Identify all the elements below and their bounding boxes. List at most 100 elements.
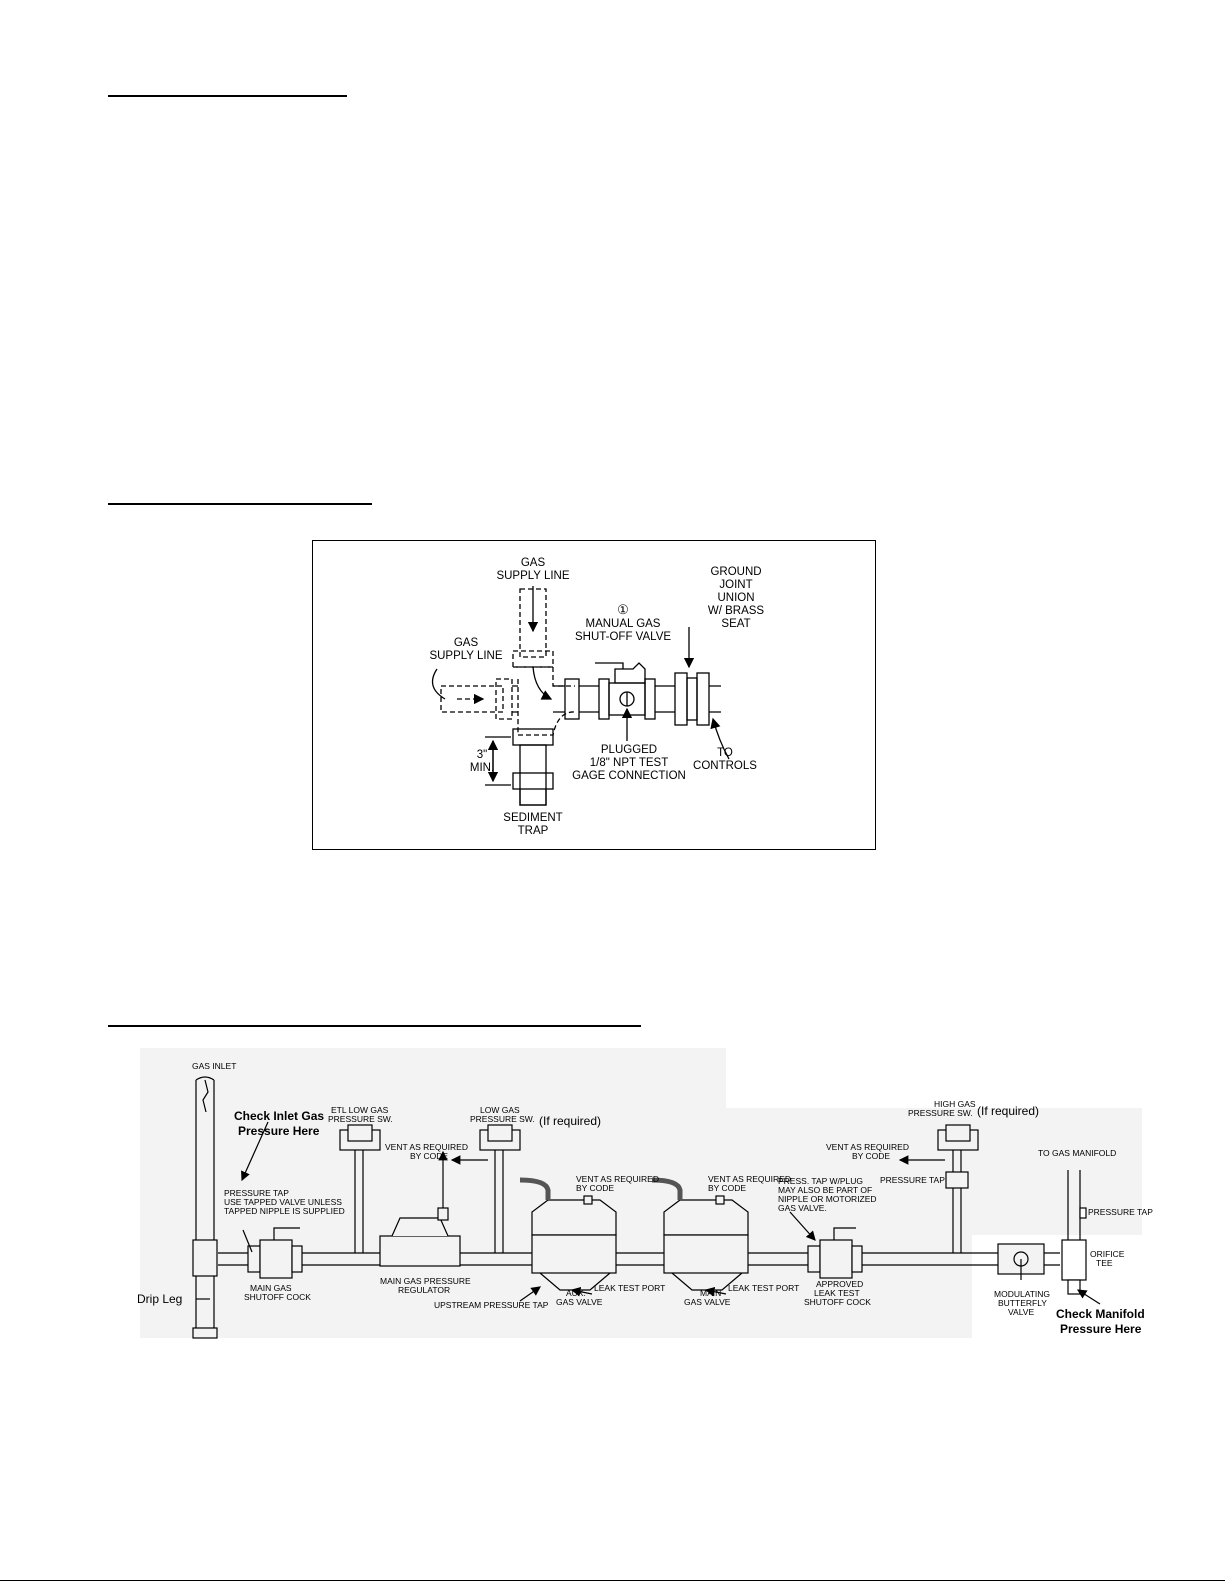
union-label-3: UNION [717,592,754,604]
supply-flow-arrow-tee [532,666,553,700]
to-controls-leader [710,717,730,760]
left-supply-pipe [440,678,513,720]
low-gas-switch [450,1124,521,1253]
left-supply-leader [431,668,446,700]
press-plug-label-4: GAS VALVE. [778,1203,827,1213]
etl-low-gas-switch [339,1124,381,1253]
dimension-3-inch-min [485,736,511,786]
pipe-to-union [655,672,721,726]
gas-supply-top-label-1: GAS [521,557,546,569]
check-inlet-arrow [241,1121,269,1182]
low-gas-label-1: LOW GAS [480,1105,520,1115]
vent-1-label-a: VENT AS REQUIRED [385,1142,468,1152]
pressure-tap-label-1: PRESSURE TAP [224,1188,289,1198]
gas-supply-top-label-2: SUPPLY LINE [496,570,569,582]
section-heading-rule-1 [108,95,347,97]
check-manifold-arrow [1076,1289,1101,1305]
main-shutoff-cock [247,1227,303,1279]
aux-valve-label-2: GAS VALVE [556,1297,603,1307]
butterfly-label-3: VALVE [1008,1307,1034,1317]
regulator-label-1: MAIN GAS PRESSURE [380,1276,471,1286]
aux-gas-valve [519,1177,617,1291]
check-manifold-label-2: Pressure Here [1060,1322,1142,1336]
approved-label-2: LEAK TEST [814,1288,860,1298]
drip-leg-label: Drip Leg [137,1292,182,1306]
regulator-label-2: REGULATOR [398,1285,450,1295]
union-label-4: W/ BRASS [708,605,765,617]
leak-port-label-1: LEAK TEST PORT [594,1283,665,1293]
vent-1-label-b: BY CODE [410,1151,448,1161]
to-controls-label-1: TO [717,747,733,759]
high-gas-label-1: HIGH GAS [934,1099,976,1109]
vent-4-label-a: VENT AS REQUIRED [826,1142,909,1152]
main-valve-label-1: MAIN [700,1288,721,1298]
diagram-background [140,1048,1142,1338]
modulating-butterfly-valve [997,1243,1045,1280]
check-manifold-label-1: Check Manifold [1056,1307,1145,1321]
union-label-5: SEAT [721,618,750,630]
manual-valve-label-1: MANUAL GAS [586,618,661,630]
pressure-tap-label-3: TAPPED NIPPLE IS SUPPLIED [224,1206,345,1216]
diagram-background-gap-2 [972,1235,1142,1338]
vent-2-label-a: VENT AS REQUIRED [576,1174,659,1184]
vent-2-label-b: BY CODE [576,1183,614,1193]
pressure-tap-leader [242,1229,253,1253]
plugged-label-3: GAGE CONNECTION [572,770,686,782]
press-plug-label-1: PRESS. TAP W/PLUG [778,1176,863,1186]
butterfly-label-1: MODULATING [994,1289,1050,1299]
pressure-tap-c-label: PRESSURE TAP [1088,1207,1153,1217]
approved-label-3: SHUTOFF COCK [804,1297,871,1307]
manual-valve-label-2: SHUT-OFF VALVE [575,631,671,643]
gas-supply-left-label-2: SUPPLY LINE [429,650,502,662]
if-required-label-1: (If required) [539,1114,601,1128]
orifice-tee [1061,1170,1087,1295]
orifice-label-1: ORIFICE [1090,1249,1125,1259]
high-gas-switch [898,1124,979,1253]
gas-supply-left-label-1: GAS [454,637,479,649]
main-shutoff-label-2: SHUTOFF COCK [244,1292,311,1302]
sediment-trap-pipe [512,728,554,806]
low-gas-label-2: PRESSURE SW. [470,1114,535,1124]
gas-connection-figure: GAS SUPPLY LINE GAS SUPPLY LINE ① MANUAL… [312,540,876,850]
union-label-1: GROUND [710,566,761,578]
pressure-tap-label-2: USE TAPPED VALVE UNLESS [224,1197,342,1207]
leak-port-label-2: LEAK TEST PORT [728,1283,799,1293]
gas-inlet-label: GAS INLET [192,1061,236,1071]
vent-3-label-b: BY CODE [708,1183,746,1193]
butterfly-label-2: BUTTERFLY [998,1298,1047,1308]
etl-low-label-2: PRESSURE SW. [328,1114,393,1124]
press-plug-label-2: MAY ALSO BE PART OF [778,1185,872,1195]
approved-label-1: APPROVED [816,1279,863,1289]
sediment-label-1: SEDIMENT [503,812,562,824]
callout-number: ① [617,602,629,617]
upstream-tap-leader [519,1286,541,1302]
main-pipe [218,1252,1060,1266]
main-valve-label-2: GAS VALVE [684,1297,731,1307]
min-label-1: 3" [477,749,487,761]
press-plug-label-3: NIPPLE OR MOTORIZED [778,1194,877,1204]
sediment-label-2: TRAP [518,825,549,837]
to-manifold-label: TO GAS MANIFOLD [1038,1148,1116,1158]
press-plug-leader [789,1211,816,1241]
main-shutoff-label-1: MAIN GAS [250,1283,292,1293]
check-inlet-label-2: Pressure Here [238,1124,320,1138]
page-bottom-border [0,1580,1225,1581]
pressure-tap-b-label: PRESSURE TAP [880,1175,945,1185]
main-gas-valve [651,1177,749,1291]
to-controls-label-2: CONTROLS [693,760,757,772]
inlet-riser [192,1076,218,1339]
plugged-label-1: PLUGGED [601,744,657,756]
vent-4-label-b: BY CODE [852,1151,890,1161]
leak-test-shutoff-cock [807,1227,863,1279]
diagram-background-gap [726,1048,1142,1108]
aux-valve-label-1: AUX. [566,1288,586,1298]
gas-connection-drawing: GAS SUPPLY LINE GAS SUPPLY LINE ① MANUAL… [429,557,765,837]
leak-port-leader-2 [704,1286,727,1297]
manual-shutoff-valve [595,662,656,720]
if-required-label-2: (If required) [977,1104,1039,1118]
high-gas-label-2: PRESSURE SW. [908,1108,973,1118]
section-heading-rule-2 [108,503,372,505]
leak-port-leader-1 [570,1286,593,1297]
vent-3-label-a: VENT AS REQUIRED [708,1174,791,1184]
min-label-2: MIN. [470,762,494,774]
